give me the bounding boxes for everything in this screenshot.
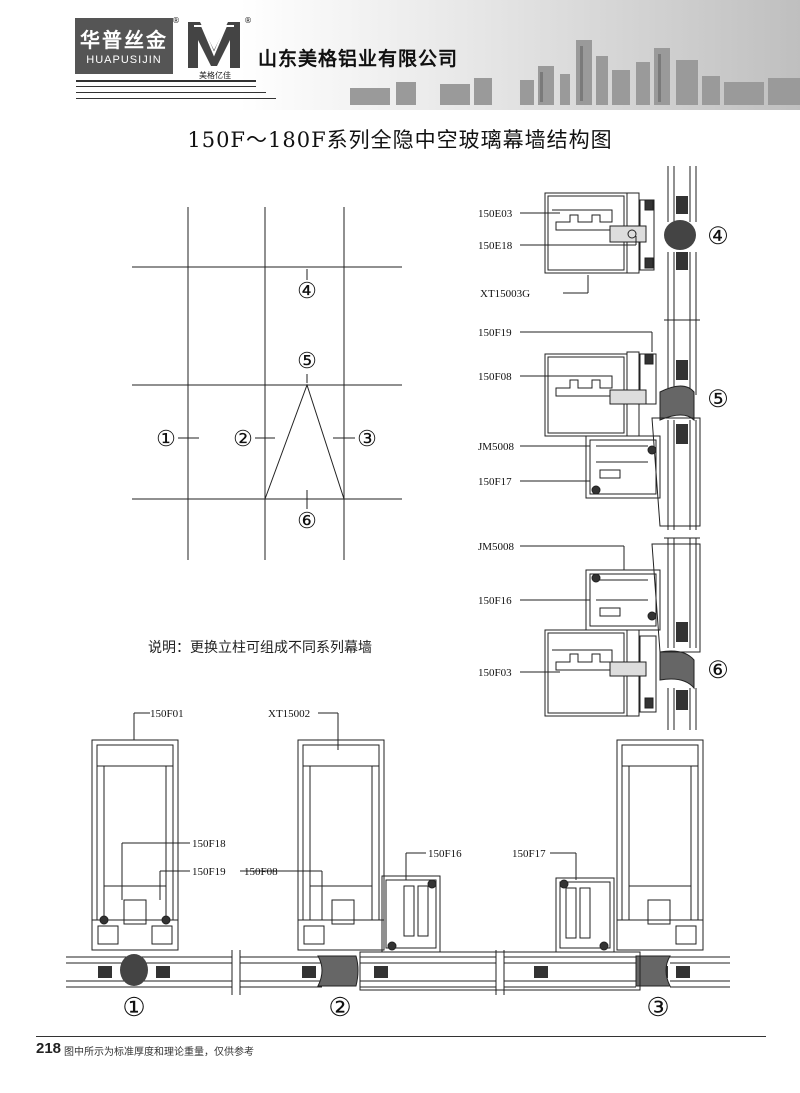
marker-5-section: ⑤ — [707, 387, 729, 413]
elevation-grid — [132, 207, 402, 560]
vertical-section — [520, 166, 701, 730]
label-150f17: 150F17 — [478, 476, 512, 488]
brand-name-en: HUAPUSIJIN — [86, 54, 162, 66]
marker-2: ② — [233, 426, 253, 451]
brand-logo-box: 华普丝金 HUAPUSIJIN — [75, 18, 173, 74]
registered-mark-2: ® — [244, 16, 252, 25]
marker-3-section: ③ — [646, 993, 669, 1022]
brand-name-cn: 华普丝金 — [80, 28, 168, 52]
page-title: 150F～180F系列全隐中空玻璃幕墙结构图 — [187, 128, 613, 152]
elevation-markers: ④ ⑤ ① ② ③ ⑥ — [156, 278, 377, 533]
registered-mark: ® — [172, 16, 180, 25]
company-logo-icon — [188, 22, 240, 68]
horizontal-sections — [66, 712, 730, 995]
part-labels-right: 150E03 150E18 XT15003G 150F19 150F08 JM5… — [478, 208, 530, 679]
marker-4: ④ — [297, 278, 317, 303]
label-150f19: 150F19 — [478, 327, 512, 339]
header-rule — [76, 86, 256, 87]
company-name: 山东美格铝业有限公司 — [258, 48, 459, 70]
section-markers-bottom: ① ② ③ — [122, 993, 669, 1022]
header-rule — [76, 98, 276, 99]
label-150f08-b: 150F08 — [244, 866, 278, 878]
label-150f18: 150F18 — [192, 838, 226, 850]
label-jm5008: JM5008 — [478, 441, 515, 453]
marker-5: ⑤ — [297, 348, 317, 373]
marker-6-section: ⑥ — [707, 658, 729, 684]
label-150e03: 150E03 — [478, 208, 513, 220]
label-150f03: 150F03 — [478, 667, 512, 679]
drawing-note: 说明：更换立柱可组成不同系列幕墙 — [148, 640, 372, 656]
label-150e18: 150E18 — [478, 240, 513, 252]
marker-1-section: ① — [122, 993, 145, 1022]
label-150f16: 150F16 — [478, 595, 512, 607]
label-150f08: 150F08 — [478, 371, 512, 383]
section-markers-right: ④ ⑤ ⑥ — [707, 224, 729, 684]
label-xt15002: XT15002 — [268, 708, 310, 720]
marker-4-section: ④ — [707, 224, 729, 250]
page-number: 218 — [36, 1040, 62, 1057]
marker-2-section: ② — [328, 993, 351, 1022]
label-150f16-b: 150F16 — [428, 848, 462, 860]
label-150f19-b: 150F19 — [192, 866, 226, 878]
label-xt15003g: XT15003G — [480, 288, 530, 300]
label-150f01: 150F01 — [150, 708, 184, 720]
marker-1: ① — [156, 426, 176, 451]
footer-note: 图中所示为标准厚度和理论重量，仅供参考 — [64, 1047, 254, 1058]
footer-rule — [36, 1036, 766, 1037]
marker-3: ③ — [357, 426, 377, 451]
label-150f17-b: 150F17 — [512, 848, 546, 860]
logo-caption: 美格亿佳 — [199, 71, 231, 80]
header-rule — [76, 80, 256, 82]
label-jm5008-2: JM5008 — [478, 541, 515, 553]
city-skyline — [350, 40, 800, 105]
page-header: 华普丝金 HUAPUSIJIN ® 美格亿佳 ® 山东美格铝业有限公司 — [0, 0, 800, 110]
marker-6: ⑥ — [297, 508, 317, 533]
part-labels-bottom: 150F01 XT15002 150F18 150F19 150F08 150F… — [150, 708, 546, 878]
header-rule — [76, 92, 266, 93]
